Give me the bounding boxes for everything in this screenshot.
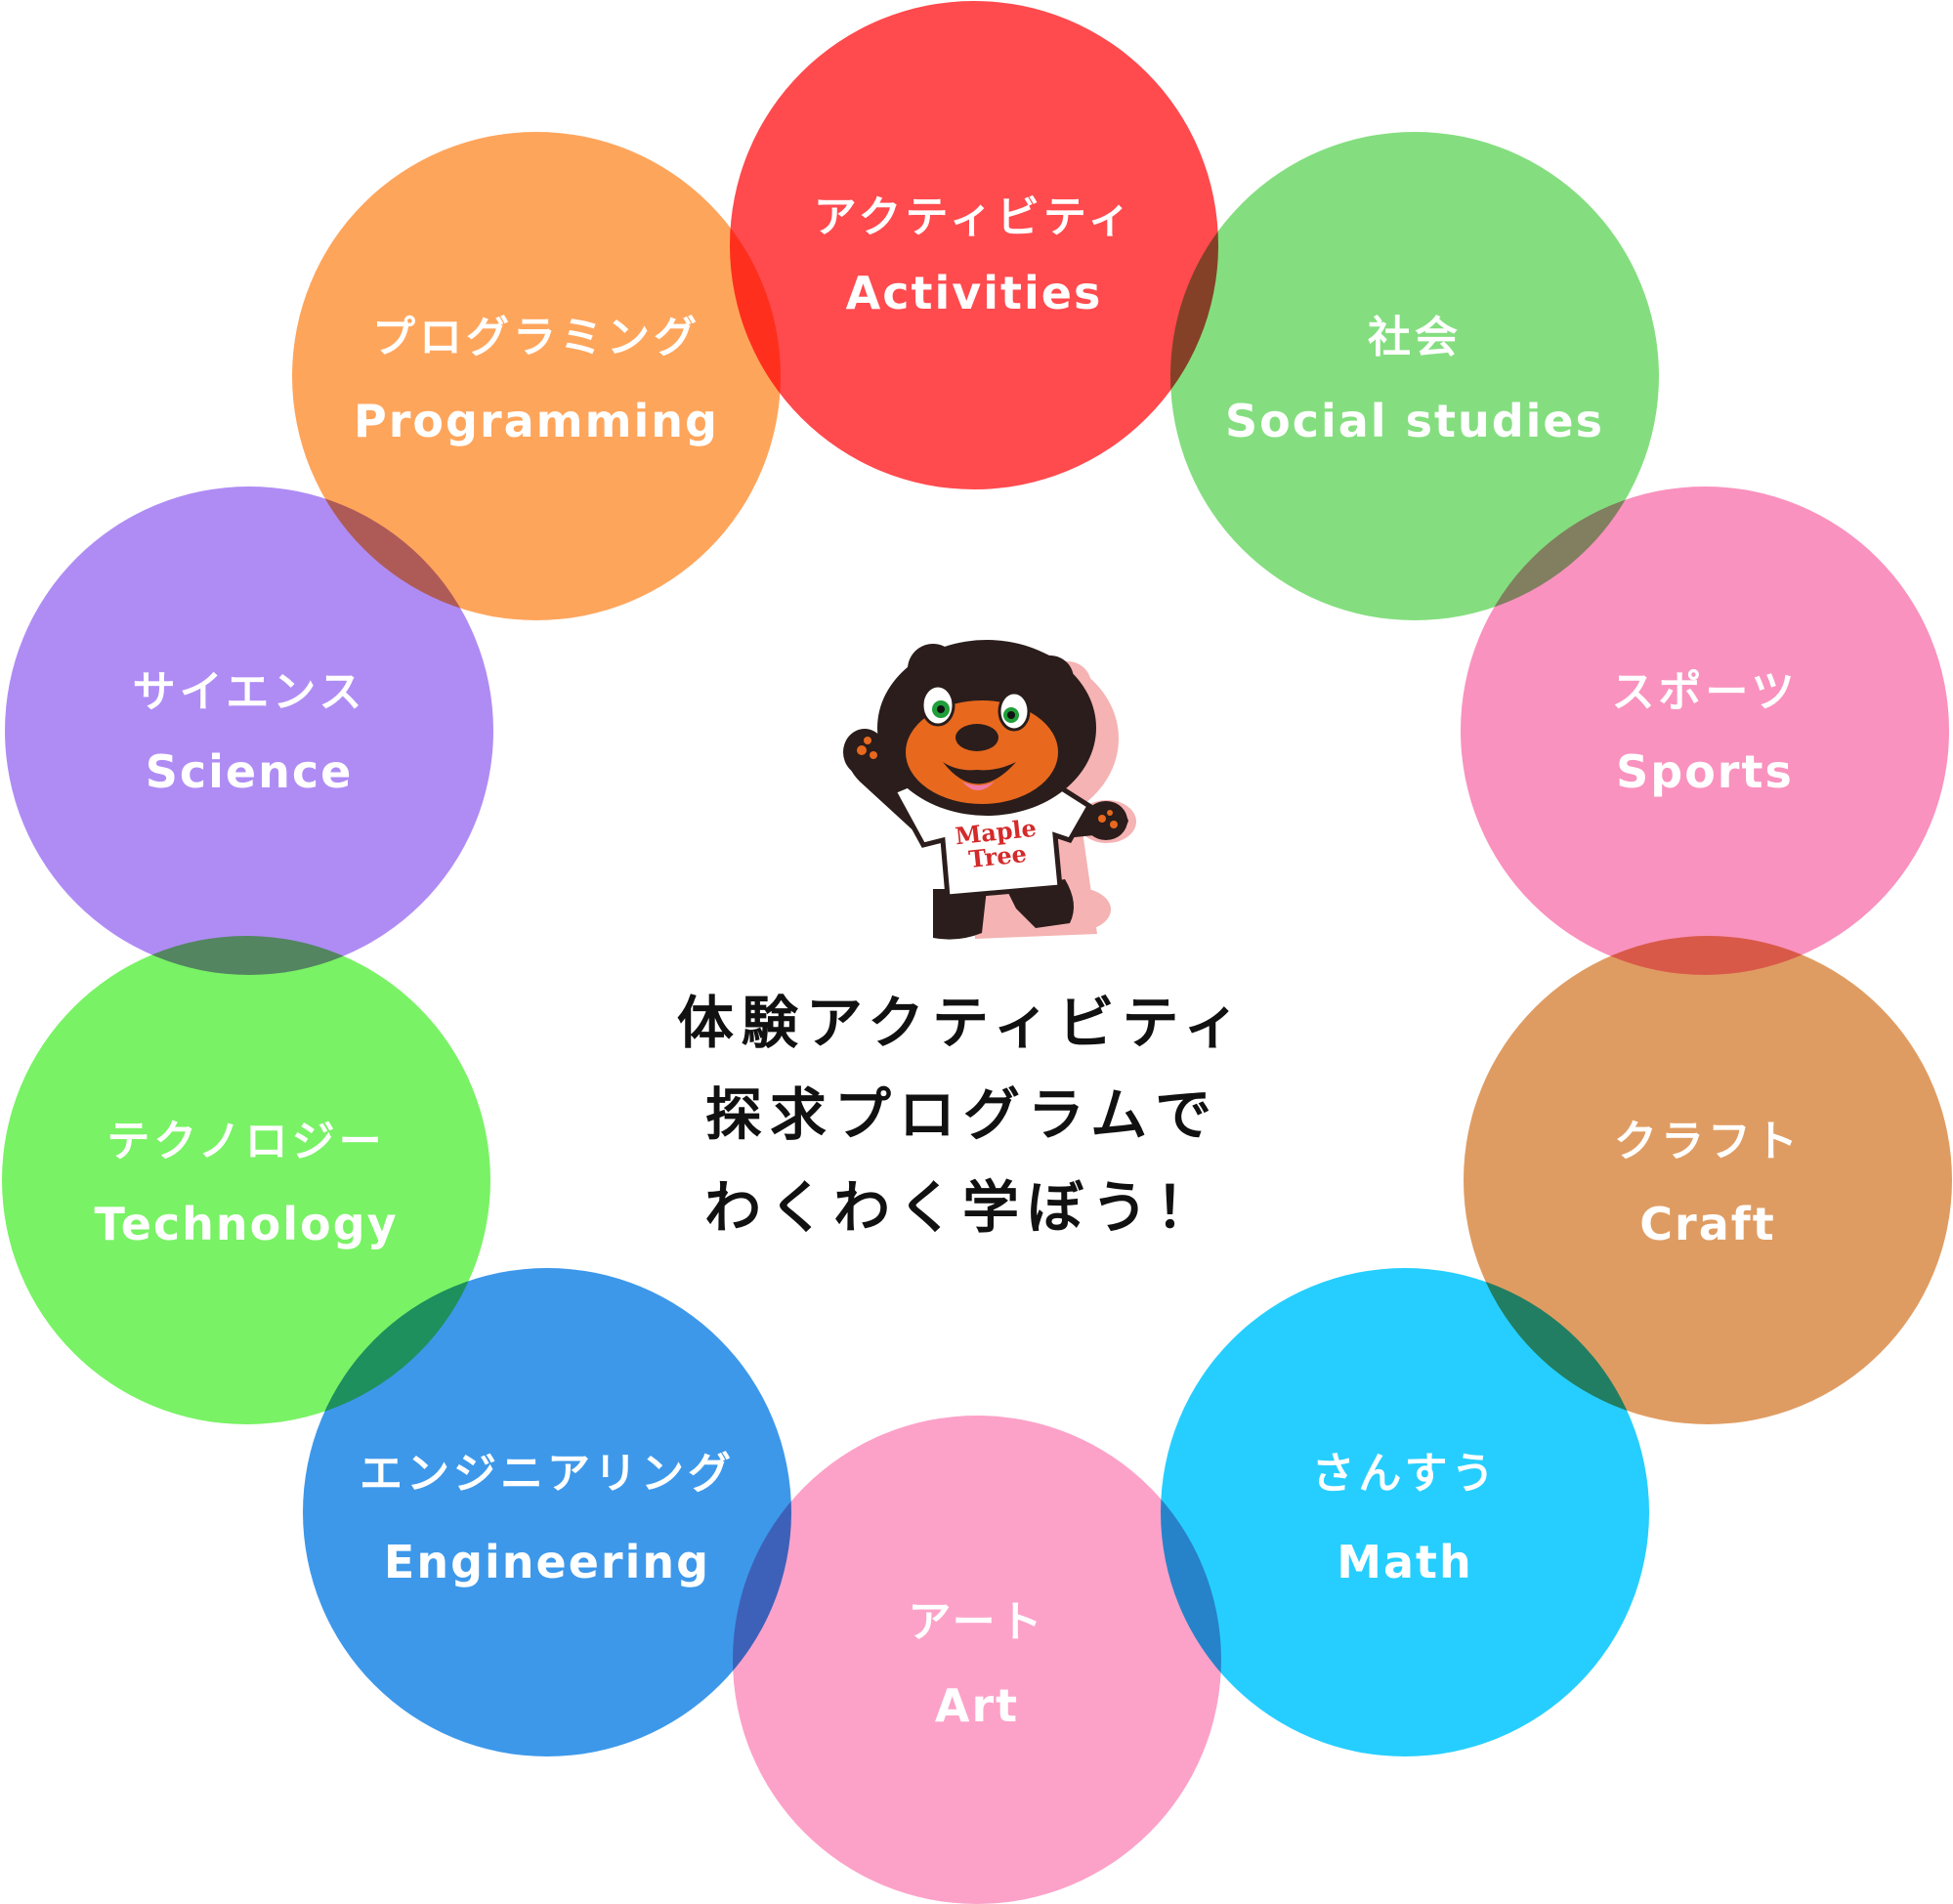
label-en-activities: Activities: [846, 267, 1103, 319]
label-jp-programming: プログラミング: [372, 313, 701, 362]
circle-art: [733, 1416, 1221, 1904]
label-en-technology: Technology: [94, 1198, 398, 1250]
subject-labels: アクティビティ Activities 社会 Social studies スポーツ Spo…: [94, 192, 1802, 1732]
label-en-sports: Sports: [1616, 745, 1794, 798]
circle-sports: [1461, 487, 1949, 975]
label-jp-social-studies: 社会: [1368, 313, 1462, 362]
label-jp-art: アート: [908, 1597, 1045, 1647]
center-line-3: わくわく学ぼう！: [704, 1174, 1220, 1241]
center-line-2: 探求プログラムで: [705, 1081, 1219, 1148]
label-en-programming: Programming: [354, 395, 719, 447]
center-line-1: 体験アクティビティ: [677, 990, 1248, 1056]
label-en-math: Math: [1337, 1536, 1473, 1588]
circle-social-studies: [1170, 132, 1659, 620]
circle-craft: [1464, 936, 1952, 1424]
label-en-art: Art: [935, 1679, 1019, 1732]
label-en-engineering: Engineering: [384, 1536, 710, 1588]
circle-technology: [2, 936, 490, 1424]
label-jp-technology: テクノロジー: [106, 1117, 385, 1166]
label-jp-science: サイエンス: [133, 667, 366, 717]
circle-math: [1161, 1268, 1649, 1756]
label-jp-engineering: エンジニアリング: [360, 1449, 735, 1499]
label-jp-activities: アクティビティ: [814, 192, 1135, 242]
mascot-shirt-text-2: Tree: [967, 839, 1028, 873]
label-en-craft: Craft: [1639, 1198, 1776, 1250]
circle-activities: [730, 1, 1218, 489]
label-en-science: Science: [146, 745, 354, 798]
label-en-social-studies: Social studies: [1225, 395, 1604, 447]
center-message: 体験アクティビティ 探求プログラムで わくわく学ぼう！: [677, 990, 1248, 1241]
circle-science: [5, 487, 493, 975]
label-jp-craft: クラフト: [1614, 1117, 1802, 1166]
label-jp-math: さんすう: [1311, 1449, 1498, 1499]
mascot-nose: [955, 724, 998, 751]
circle-programming: [292, 132, 781, 620]
bear-mascot: Maple Tree: [843, 640, 1136, 940]
circle-engineering: [303, 1268, 791, 1756]
label-jp-sports: スポーツ: [1611, 667, 1798, 717]
